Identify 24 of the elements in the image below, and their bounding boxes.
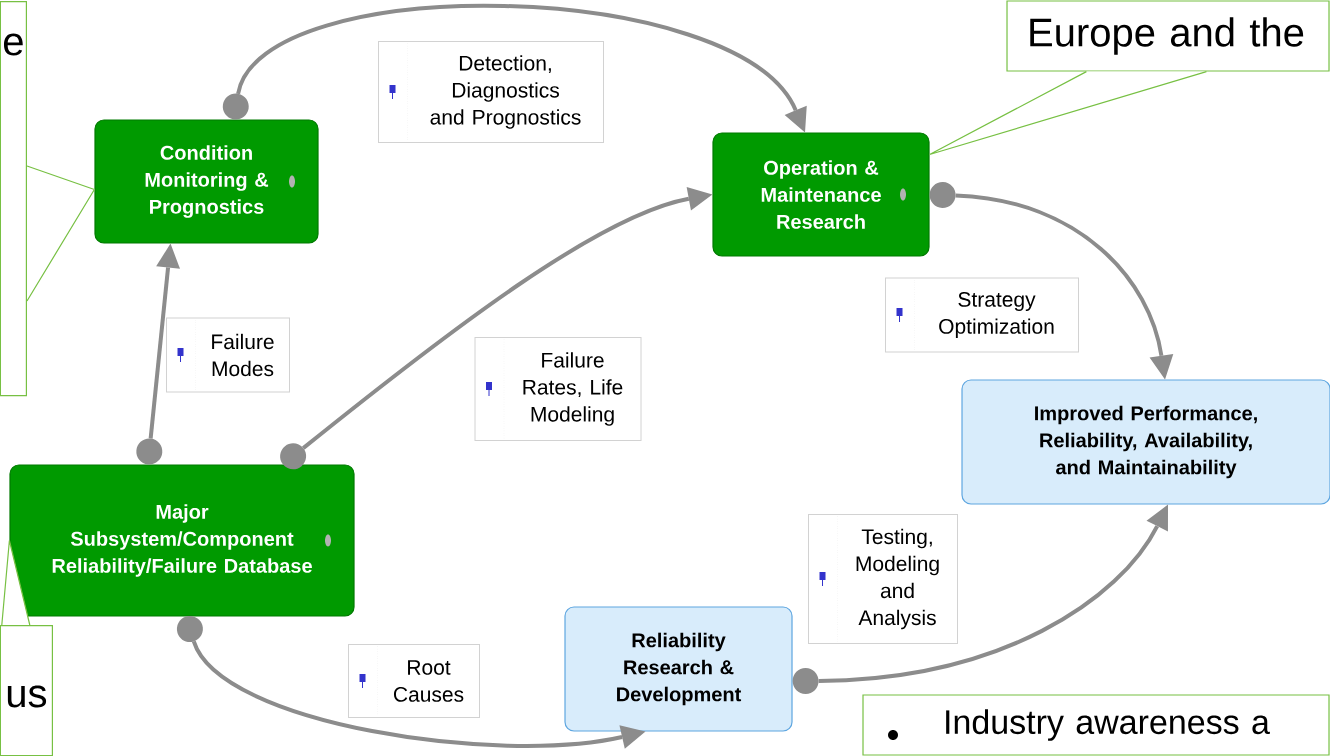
process-box: Condition Monitoring & Prognostics bbox=[94, 119, 319, 244]
edge-label: Testing, Modeling and Analysis bbox=[808, 514, 958, 644]
callout-box: us bbox=[0, 625, 53, 756]
process-box: Major Subsystem/Component Reliability/Failure Database bbox=[9, 464, 355, 617]
edge-label: Failure Modes bbox=[166, 317, 290, 393]
callout-pointer bbox=[1, 539, 31, 626]
edge-label: Detection, Diagnostics and Prognostics bbox=[378, 41, 604, 143]
arrow bbox=[929, 182, 1174, 380]
callout-box: e bbox=[0, 1, 27, 397]
outcome-box: Reliability Research & Development bbox=[564, 606, 793, 732]
arrow bbox=[792, 504, 1168, 694]
callout-pointer bbox=[26, 165, 95, 302]
callout-box: Industry awareness a bbox=[862, 694, 1330, 756]
outcome-box: Improved Performance, Reliability, Availability, and Maintainability bbox=[961, 379, 1330, 505]
arrow bbox=[222, 4, 807, 133]
edge-label: Strategy Optimization bbox=[885, 277, 1079, 353]
arrow bbox=[136, 243, 180, 465]
callout-box: Europe and the bbox=[1006, 0, 1330, 72]
callout-pointer bbox=[929, 71, 1207, 156]
edge-label: Root Causes bbox=[348, 644, 480, 718]
edge-label: Failure Rates, Life Modeling bbox=[474, 337, 642, 441]
process-box: Operation & Maintenance Research bbox=[712, 132, 930, 257]
arrow bbox=[176, 616, 646, 749]
arrow bbox=[280, 187, 713, 470]
